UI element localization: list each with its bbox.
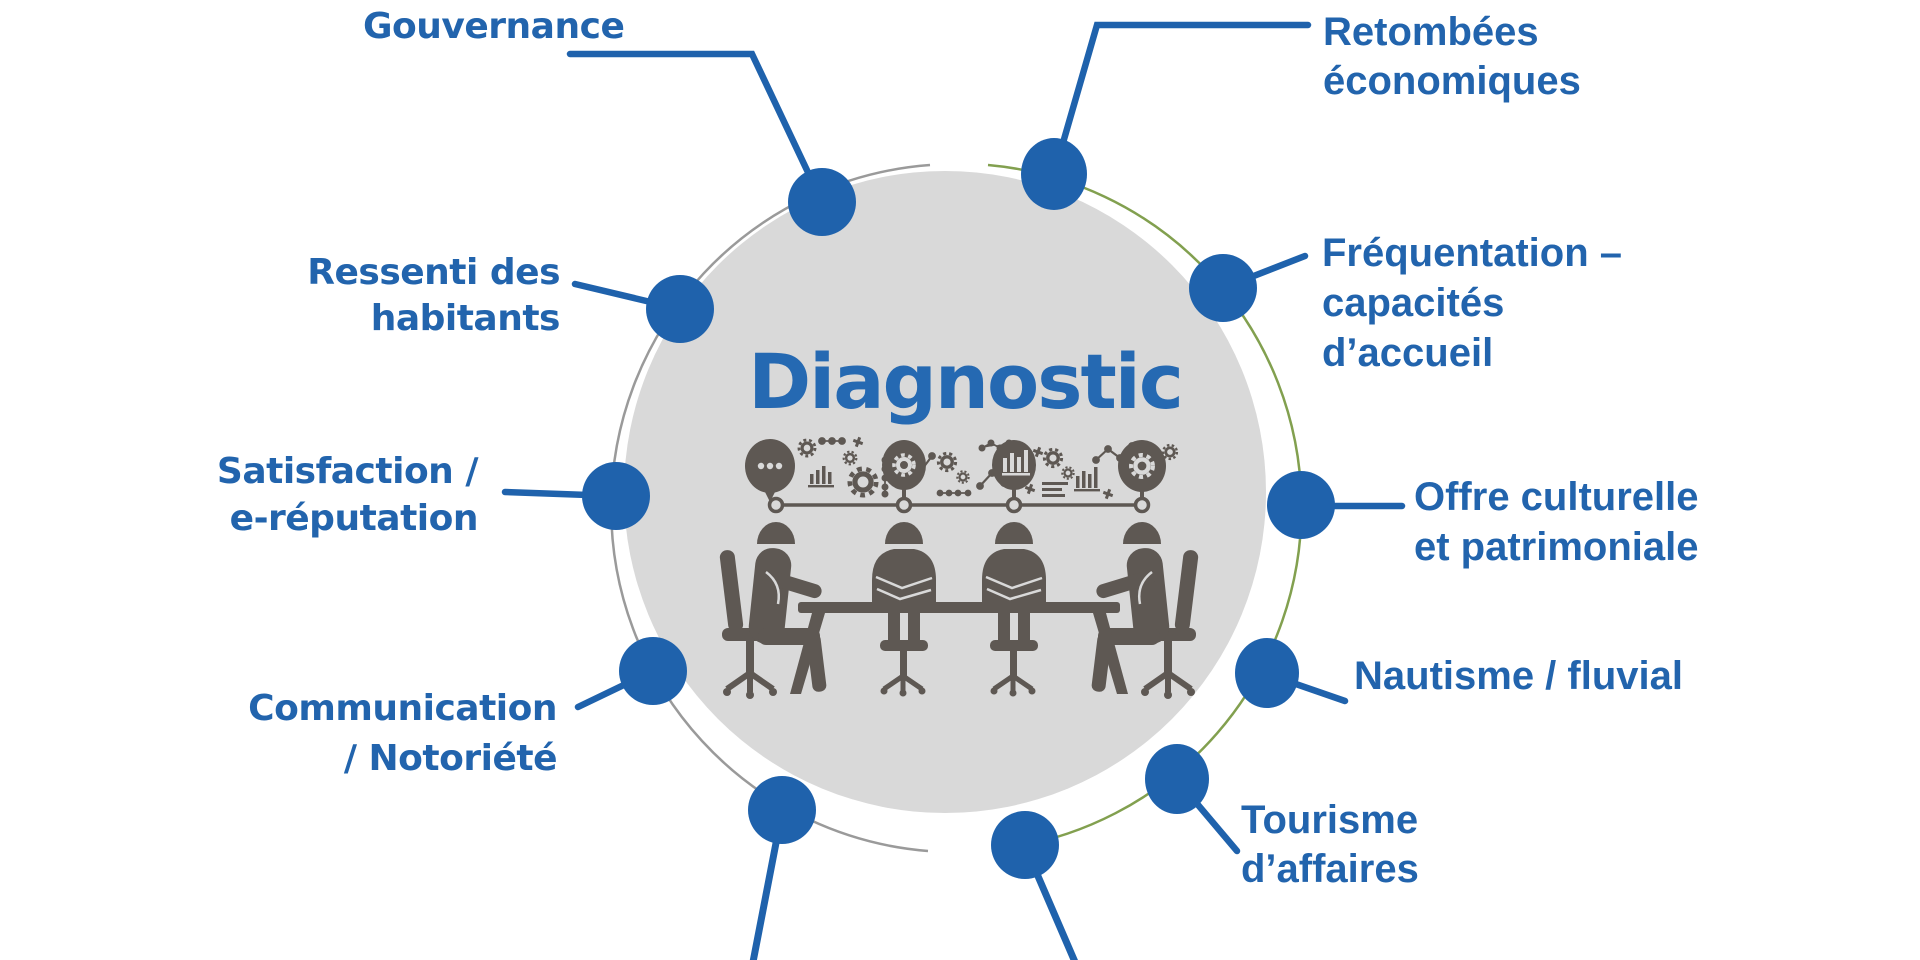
office-chair-icon: [880, 640, 928, 697]
label-gouvernance: Gouvernance: [363, 6, 625, 47]
meeting-illustration: [719, 434, 1199, 699]
dot-frequentation: [1189, 254, 1257, 322]
label-satisfaction-e-reputation: Satisfaction / e-réputation: [216, 448, 479, 542]
label-ressenti-des-habitants: Ressenti des habitants: [307, 250, 560, 342]
label-line: Offre culturelle: [1414, 475, 1699, 519]
label-line: Tourisme: [1241, 798, 1419, 842]
person-silhouette: [748, 522, 827, 692]
person-silhouette: [872, 522, 936, 642]
text-lines-icon: [1042, 482, 1068, 497]
dot-communication: [619, 637, 687, 705]
label-line: d’accueil: [1322, 331, 1494, 375]
bar-chart-icon: [808, 466, 834, 488]
dot-offre: [1267, 471, 1335, 539]
label-line: économiques: [1323, 59, 1581, 103]
label-communication-notoriete: Communication / Notoriété: [248, 684, 557, 784]
dot-chain-icon: [818, 437, 846, 445]
label-line: Fréquentation –: [1322, 231, 1623, 275]
label-frequentation-capacites-daccueil: Fréquentation – capacités d’accueil: [1322, 228, 1622, 378]
dot-chain-icon: [936, 489, 972, 497]
chart-bubble-icon: [992, 440, 1036, 499]
hub-dots: [582, 138, 1335, 879]
label-offre-culturelle-et-patrimoniale: Offre culturelle et patrimoniale: [1414, 472, 1699, 572]
label-line: Gouvernance: [363, 6, 625, 47]
dot-gouvernance: [788, 168, 856, 236]
dot-tourisme: [1145, 744, 1209, 814]
label-line: e-réputation: [229, 498, 479, 539]
gear-bubble-icon: [1118, 440, 1166, 499]
timeline: [767, 496, 1151, 514]
person-silhouette: [982, 522, 1046, 642]
label-line: Communication: [248, 688, 557, 729]
label-line: habitants: [370, 298, 561, 339]
label-line: Satisfaction /: [216, 451, 479, 492]
dot-nautisme: [1235, 638, 1299, 708]
dot-retombees: [1021, 138, 1087, 210]
office-chair-icon: [990, 640, 1038, 697]
label-nautisme-fluvial: Nautisme / fluvial: [1354, 654, 1683, 699]
center-title: Diagnostic: [748, 337, 1184, 426]
connector-gouvernance: [566, 50, 826, 206]
label-line: Nautisme / fluvial: [1354, 654, 1683, 698]
gear-bubble-icon: [882, 440, 926, 499]
dot-satisfaction: [582, 462, 650, 530]
meeting-table: [790, 602, 1128, 694]
label-retombees-economiques: Retombées économiques: [1323, 8, 1581, 106]
dot-bottom-left: [748, 776, 816, 844]
speech-bubble-icon: [745, 439, 795, 502]
label-line: Retombées: [1323, 10, 1539, 54]
bar-chart-icon: [1074, 467, 1100, 492]
thought-balloons: [745, 439, 1166, 502]
label-line: et patrimoniale: [1414, 525, 1699, 569]
dot-bottom-right: [991, 811, 1059, 879]
label-line: / Notoriété: [343, 738, 558, 779]
label-line: d’affaires: [1241, 847, 1419, 891]
center-circle: [624, 171, 1266, 813]
label-line: Ressenti des: [307, 252, 560, 293]
label-line: capacités: [1322, 281, 1505, 325]
dot-ressenti: [646, 275, 714, 343]
label-tourisme-daffaires: Tourisme d’affaires: [1241, 796, 1419, 894]
connector-retombees: [1050, 21, 1312, 178]
